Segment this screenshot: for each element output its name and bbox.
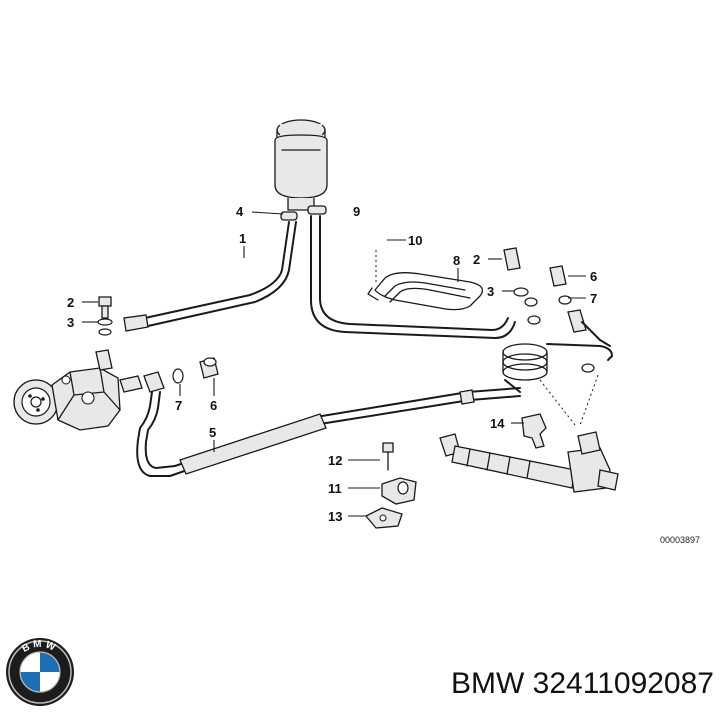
callout-9: 9	[353, 204, 360, 219]
callout-5: 5	[209, 425, 216, 440]
diagram-code: 00003897	[660, 535, 700, 545]
callout-4: 4	[236, 204, 244, 219]
svg-text:BMW: BMW	[20, 639, 59, 655]
hose-clamps-top	[280, 205, 327, 221]
callout-7-rack: 7	[590, 291, 597, 306]
callouts: 4 9 1 10 8 2 6 2 3 7 3 7 6 5 14 12 11 13	[67, 204, 597, 524]
callout-10: 10	[408, 233, 422, 248]
callout-6-pump: 6	[210, 398, 217, 413]
return-line	[310, 215, 516, 339]
callout-13: 13	[328, 509, 342, 524]
rack-fittings	[503, 247, 611, 426]
callout-2-rack: 2	[473, 252, 480, 267]
pipe-coil	[502, 343, 613, 393]
clip-14	[521, 413, 547, 449]
power-steering-pump	[13, 349, 143, 431]
callout-1: 1	[239, 231, 246, 246]
suction-hose	[123, 221, 297, 332]
reservoir	[274, 119, 328, 211]
mounting-parts	[364, 442, 417, 529]
callout-2-pump: 2	[67, 295, 74, 310]
callout-11: 11	[328, 481, 342, 496]
steering-rack	[439, 431, 619, 493]
bmw-logo: BMW	[6, 638, 74, 706]
pressure-hose	[136, 371, 521, 477]
banjo-fitting-pump-side	[172, 357, 219, 384]
part-number-label: BMW 32411092087	[451, 667, 714, 700]
callout-12: 12	[328, 453, 342, 468]
callout-14: 14	[490, 416, 505, 431]
leader-lines	[82, 211, 586, 517]
callout-3-rack: 3	[487, 284, 494, 299]
logo-lettering: BMW	[20, 639, 56, 655]
cooling-coil	[367, 250, 484, 311]
callout-8: 8	[453, 253, 460, 268]
callout-6-rack: 6	[590, 269, 597, 284]
banjo-bolt-pump	[97, 296, 113, 336]
callout-3-pump: 3	[67, 315, 74, 330]
callout-7-pump: 7	[175, 398, 182, 413]
